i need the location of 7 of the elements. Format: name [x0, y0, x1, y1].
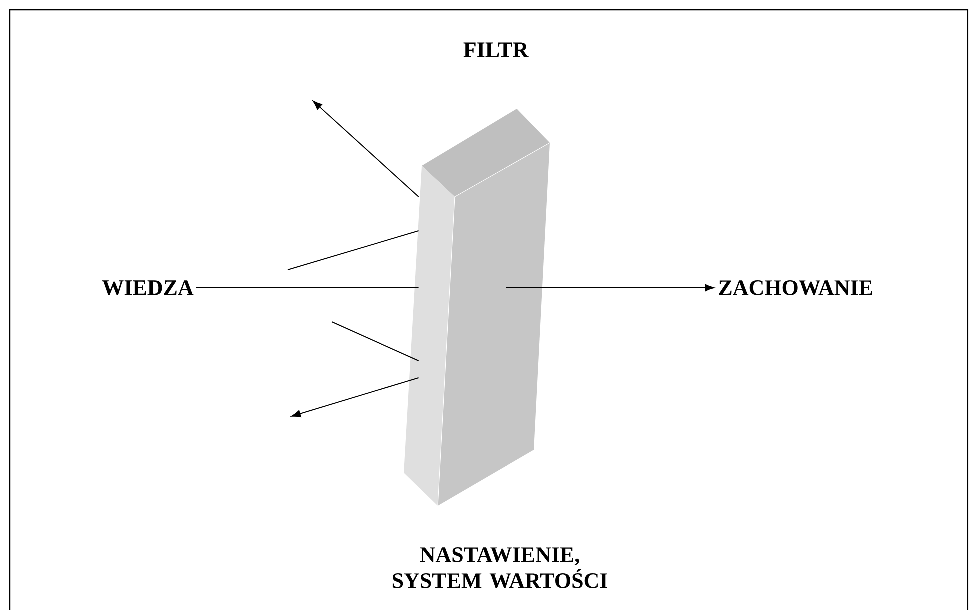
arrow [292, 378, 420, 418]
text-label: NASTAWIENIE, SYSTEM WARTOŚCI [392, 548, 608, 588]
text-label: ZACHOWANIE [719, 280, 872, 296]
text-label: FILTR [464, 42, 529, 58]
text-label: WIEDZA [102, 280, 194, 296]
arrow [313, 100, 420, 198]
arrow [506, 284, 714, 292]
